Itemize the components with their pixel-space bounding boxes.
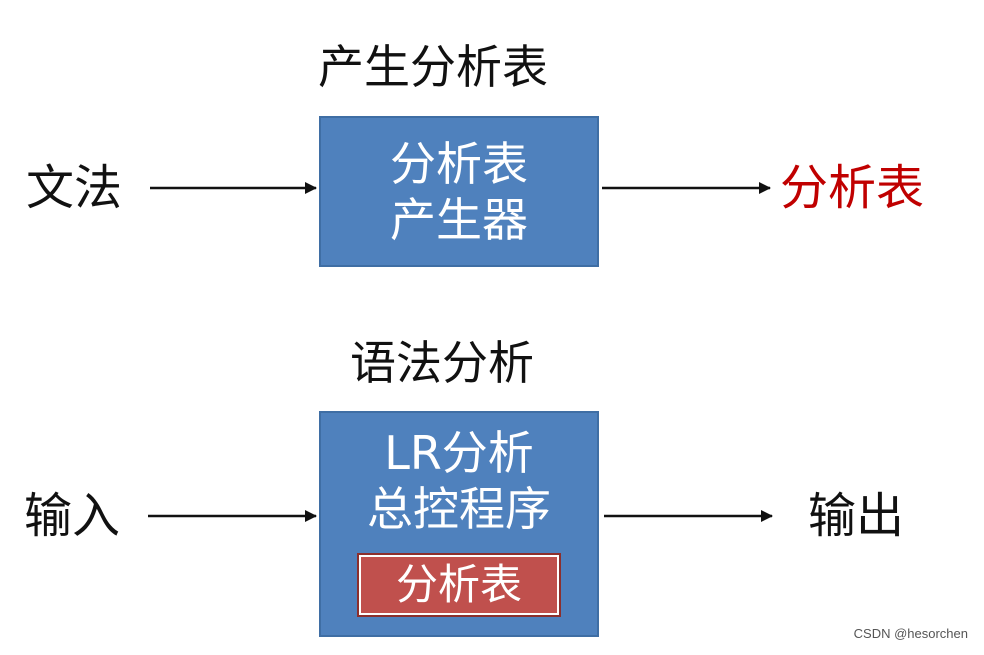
watermark: CSDN @hesorchen — [853, 626, 968, 641]
lr-control-line-2: 总控程序 — [367, 482, 551, 536]
top-output-label: 分析表 — [780, 160, 925, 216]
inner-table-box: 分析表 — [357, 553, 561, 617]
top-input-label: 文法 — [26, 160, 123, 216]
table-generator-box: 分析表 产生器 — [319, 116, 599, 267]
table-generator-line-1: 分析表 — [390, 137, 528, 191]
table-generator-line-2: 产生器 — [390, 193, 528, 247]
lr-control-box: LR分析 总控程序 分析表 — [319, 411, 599, 637]
lr-control-line-1: LR分析 — [384, 426, 534, 480]
bottom-input-label: 输入 — [24, 488, 121, 544]
bottom-title: 语法分析 — [350, 336, 534, 390]
bottom-output-label: 输出 — [808, 488, 905, 544]
top-title: 产生分析表 — [318, 40, 548, 94]
